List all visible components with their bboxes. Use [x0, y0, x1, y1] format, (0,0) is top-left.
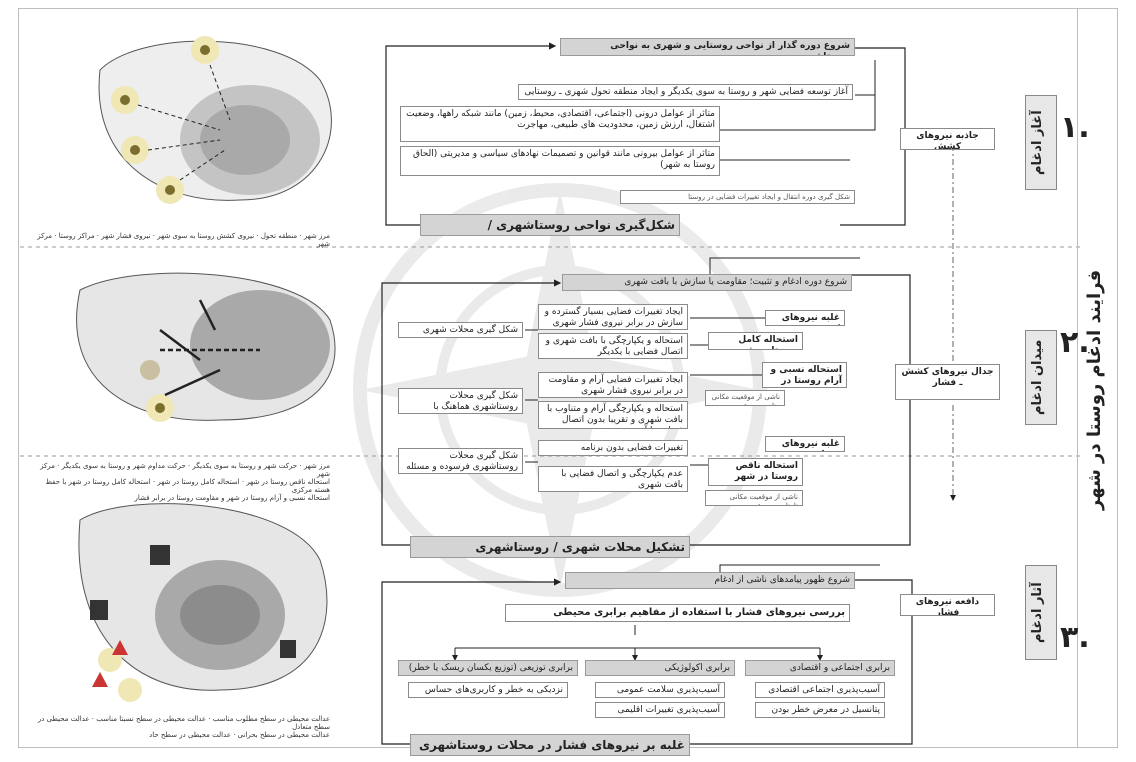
s2-relative-note: ناشی از موقعیت مکانی مناسب در شهر	[705, 390, 785, 406]
s2-c3b: عدم یکپارچگی و اتصال فضایی با بافت شهری	[538, 466, 688, 492]
s2-start: شروع دوره ادغام و تثبیت؛ مقاومت یا سازش …	[562, 274, 852, 291]
force-push-box: دافعه نیروهای فشار	[900, 594, 995, 616]
s2-c3a: تغییرات فضایی بدون برنامه	[538, 440, 688, 456]
legend-2-item: استحاله کامل روستا در شهر	[157, 478, 240, 486]
s3-col2b: آسیب‌پذیری تغییرات اقلیمی	[595, 702, 725, 718]
diagram-title: فرایند ادغام روستا در شهر	[1084, 269, 1105, 511]
s3-col1b: پتانسیل در معرض خطر بودن	[755, 702, 885, 718]
legend-1-item: مراکز روستا	[58, 232, 95, 240]
s2-partial: استحاله ناقص روستا در شهر	[708, 458, 803, 486]
title-band	[1077, 8, 1118, 748]
s3-col3: برابری توزیعی (توزیع یکسان ریسک یا خطر)	[398, 660, 578, 676]
legend-3: عدالت محیطی در سطح مطلوب مناسب · عدالت م…	[37, 715, 330, 739]
s2-result: تشکیل محلات شهری / روستاشهری	[410, 536, 690, 558]
s3-col1: برابری اجتماعی و اقتصادی	[745, 660, 895, 676]
s2-c1b: استحاله و یکپارچگی با بافت شهری و اتصال …	[538, 333, 688, 359]
force-conflict-box: جدال نیروهای کشش ـ فشار	[895, 364, 1000, 400]
stage-3-name: آثار ادغام	[1030, 582, 1045, 643]
legend-2: مرز شهر · حرکت شهر و روستا به سوی یکدیگر…	[40, 462, 330, 502]
illustrations	[76, 36, 336, 702]
legend-2-item: استحاله نسبی و آرام روستا در شهر و مقاوم…	[134, 494, 330, 502]
legend-1-item: نیروی کشش روستا به سوی شهر	[157, 232, 255, 240]
legend-2-item: مرز شهر	[303, 462, 330, 470]
legend-1-item: منطقه تحول	[260, 232, 298, 240]
s1-start: شروع دوره گذار از نواحی روستایی و شهری ب…	[560, 38, 855, 56]
legend-2-item: حرکت شهر و روستا به سوی یکدیگر	[192, 462, 298, 470]
legend-2-item: استحاله ناقص روستا در شهر	[246, 478, 330, 486]
s1-transition: شکل گیری دوره انتقال و ایجاد تغییرات فضا…	[620, 190, 855, 204]
legend-1-item: مرز شهر	[303, 232, 330, 240]
s3-col2: برابری اکولوژیکی	[585, 660, 735, 676]
stage-2-name: میدان ادغام	[1030, 339, 1045, 416]
legend-3-item: عدالت محیطی در سطح نسبتا مناسب	[96, 715, 207, 723]
stage-3-tab	[1025, 565, 1057, 660]
s1-factor-out: متاثر از عوامل بیرونی مانند قوانین و تصم…	[400, 146, 720, 176]
s3-start: شروع ظهور پیامدهای ناشی از ادغام	[565, 572, 855, 589]
legend-1-item: مرکز شهر	[37, 232, 330, 248]
legend-3-item: عدالت محیطی در سطح بحرانی	[237, 731, 330, 739]
s3-col1a: آسیب‌پذیری اجتماعی اقتصادی	[755, 682, 885, 698]
s1-factor-in: متاثر از عوامل درونی (اجتماعی، اقتصادی، …	[400, 106, 720, 142]
legend-1: مرز شهر · منطقه تحول · نیروی کشش روستا ب…	[37, 232, 330, 248]
legend-2-item: حرکت مداوم شهر و روستا به سوی یکدیگر	[61, 462, 186, 470]
s3-review: بررسی نیروهای فشار با استفاده از مفاهیم …	[505, 604, 850, 622]
s3-result: غلبه بر نیروهای فشار در محلات روستاشهری	[410, 734, 690, 756]
s2-c1a: ایجاد تغییرات فضایی بسیار گسترده و سازش …	[538, 304, 688, 330]
legend-3-item: عدالت محیطی در سطح مطلوب مناسب	[212, 715, 330, 723]
stage-1-number: ۱.	[1060, 110, 1090, 145]
stage-2-tab	[1025, 330, 1057, 425]
s2-o3: شکل گیری محلات روستاشهری فرسوده و مسئله …	[398, 448, 523, 474]
s3-col2a: آسیب‌پذیری سلامت عمومی	[595, 682, 725, 698]
legend-2-item: مرکز شهر	[40, 462, 330, 478]
s3-col3a: نزدیکی به خطر و کاربری‌های حساس	[408, 682, 568, 698]
legend-3-item: عدالت محیطی در سطح حاد	[149, 731, 231, 739]
force-pull-box: جاذبه نیروهای کشش	[900, 128, 995, 150]
stage-1-tab	[1025, 95, 1057, 190]
s2-o2: شکل گیری محلات روستاشهری هماهنگ با تغییر…	[398, 388, 523, 414]
s2-c2b: استحاله و یکپارچگی آرام و متناوب با بافت…	[538, 401, 688, 429]
s2-pull: غلبه نیروهای کشش	[765, 310, 845, 326]
panel-2-illustration	[76, 272, 336, 422]
panel-3-illustration	[78, 503, 328, 702]
s1-result: شکل‌گیری نواحی روستاشهری / پیراشهری	[420, 214, 680, 236]
stage-1-name: آغاز ادغام	[1030, 110, 1045, 175]
legend-1-item: نیروی فشار شهر	[101, 232, 151, 240]
s2-c2a: ایجاد تغییرات فضایی آرام و مقاومت در برا…	[538, 372, 688, 398]
panel-1-illustration	[98, 36, 332, 204]
s2-push: غلبه نیروهای فشار	[765, 436, 845, 452]
legend-3-item: عدالت محیطی در سطح متعادل	[37, 715, 330, 731]
stage-3-number: ۳.	[1060, 620, 1090, 655]
legend-2-item: استحاله کامل روستا در شهر با حفظ هسته مر…	[45, 478, 330, 494]
stage-2-number: ۲.	[1060, 325, 1090, 360]
s1-step1: آغاز توسعه فضایی شهر و روستا به سوی یکدی…	[518, 84, 853, 100]
s2-full: استحاله کامل روستا در شهر	[708, 332, 803, 350]
s2-o1: شکل گیری محلات شهری	[398, 322, 523, 338]
s2-partial-note: ناشی از موقعیت مکانی نامناسب در شهر	[705, 490, 803, 506]
s2-relative: استحاله نسبی و آرام روستا در شهر	[762, 362, 847, 388]
